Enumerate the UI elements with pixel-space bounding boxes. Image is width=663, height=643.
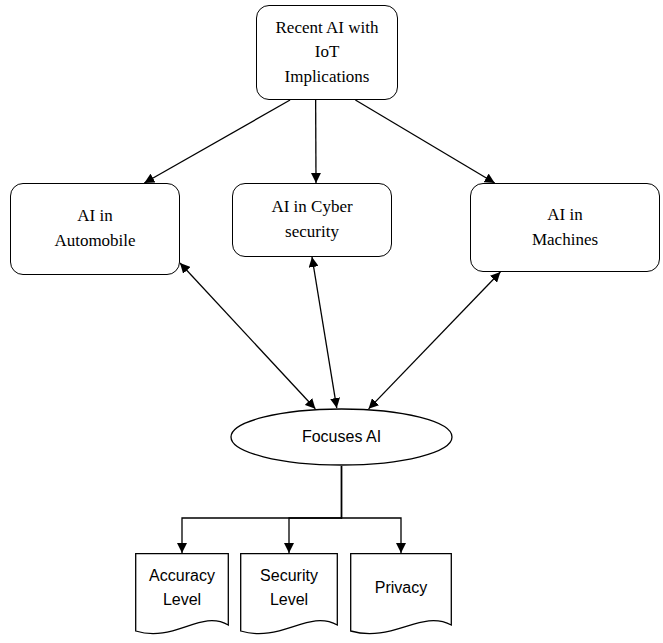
rounded-box: AI in Machines <box>470 183 660 272</box>
node-label: AI in Machines <box>515 203 615 252</box>
node-label: AI in Automobile <box>45 204 145 253</box>
connector-arrow <box>342 466 402 553</box>
rounded-box: AI in Automobile <box>10 183 180 275</box>
node-text-group: AI in Cyber security <box>262 195 362 244</box>
node-text-group: AI in Automobile <box>45 204 145 253</box>
focus-ellipse: Focuses AI <box>230 408 453 466</box>
connector-arrow <box>355 100 494 183</box>
node-label: Privacy <box>375 576 427 600</box>
connector-arrow <box>369 272 501 409</box>
document-shape-path <box>241 554 338 634</box>
connector-arrow <box>315 100 317 183</box>
node-label: Security Level <box>247 564 331 612</box>
connector-arrow <box>182 466 342 553</box>
node-label: Accuracy Level <box>142 564 222 612</box>
connector-arrow <box>180 263 315 409</box>
node-text-group: AI in Machines <box>515 203 615 252</box>
rounded-box: AI in Cyber security <box>232 183 392 257</box>
node-text-group: Security Level <box>247 564 331 612</box>
document-shape: Accuracy Level <box>135 553 229 639</box>
ellipse-shape <box>231 409 452 465</box>
document-shape-path <box>351 554 452 634</box>
node-text-group: Recent AI with IoT Implications <box>272 16 382 90</box>
connector-arrow <box>289 466 342 553</box>
node-text-group: Privacy <box>375 576 427 600</box>
connector-arrow <box>312 257 337 408</box>
node-label: AI in Cyber security <box>262 195 362 244</box>
document-shape-path <box>136 554 229 634</box>
rounded-box: Recent AI with IoT Implications <box>256 5 398 100</box>
document-shape: Privacy <box>350 553 452 639</box>
connector-arrow <box>144 100 290 183</box>
document-shape: Security Level <box>240 553 338 639</box>
node-label: Recent AI with IoT Implications <box>272 16 382 90</box>
node-label: Focuses AI <box>302 425 381 449</box>
node-text-group: Accuracy Level <box>142 564 222 612</box>
node-text-group: Focuses AI <box>302 425 381 449</box>
